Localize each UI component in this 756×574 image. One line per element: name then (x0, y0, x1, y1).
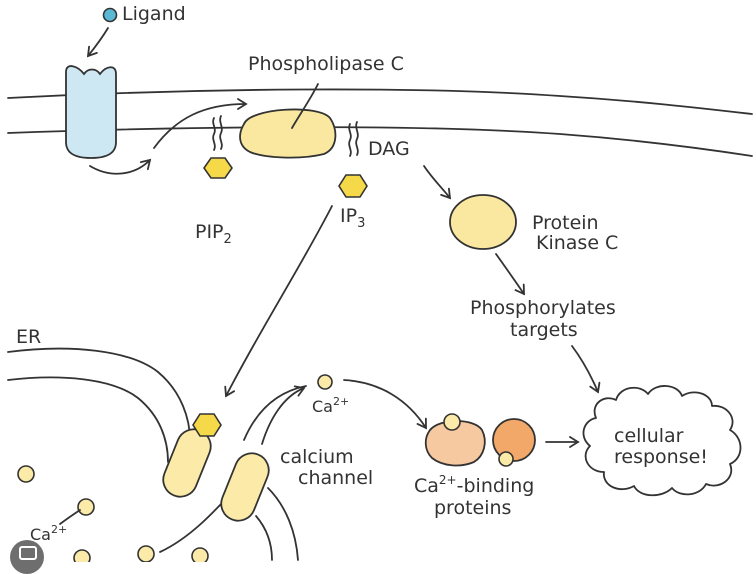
cellular-response-label-line2: response! (614, 446, 708, 468)
ca-er-label: Ca2+ (30, 523, 67, 544)
ca-binding-label-line2: proteins (434, 497, 511, 519)
ca-binding-protein-light (424, 420, 486, 467)
ligand-to-receptor-arrow (86, 27, 109, 58)
dag-lipid-tails (348, 121, 359, 157)
camera-icon (19, 546, 37, 560)
ip3-label: IP3 (340, 205, 365, 231)
er-membrane-lower-mid (255, 515, 273, 561)
ligand-label: Ligand (122, 3, 186, 25)
plasma-membrane-outer (7, 88, 753, 115)
phosphorylates-label-line2: targets (510, 319, 578, 341)
ca-ion-er-2 (77, 498, 95, 516)
phosphorylates-label-line1: Phosphorylates (470, 297, 616, 319)
ca-ion-er-4 (137, 545, 155, 562)
pip2-label: PIP2 (195, 221, 232, 247)
cellular-response-cloud (582, 385, 742, 497)
dag-to-pkc-arrow (423, 165, 452, 200)
er-membrane-lower-right (267, 487, 299, 561)
dag-label: DAG (368, 138, 410, 160)
ca-ion-er-3 (73, 549, 91, 562)
ca-ion-bound-1 (443, 413, 461, 431)
pkc-to-phosphorylation-arrow (495, 253, 525, 296)
plasma-membrane-inner (7, 126, 753, 157)
ca-to-binding-protein-arrow (343, 379, 427, 430)
ca-er-pointer (59, 509, 81, 525)
cellular-response-label-line1: cellular (614, 425, 684, 447)
ca-binding-protein-dark (492, 418, 536, 462)
ip3-to-channel-arrow (224, 205, 333, 398)
protein-kinase-c-label-line2: Kinase C (536, 232, 618, 254)
ca-ion-er-1 (17, 465, 35, 483)
receptor (65, 65, 117, 159)
receptor-activation-arrow-1 (89, 158, 152, 175)
pip2-lipid-tails (212, 115, 223, 151)
calcium-channel-label-line1: calcium (280, 446, 354, 468)
ip3-molecule (338, 174, 368, 198)
ca-ion-bound-2 (498, 451, 514, 467)
phospholipase-c-pointer (291, 83, 319, 129)
diagram-canvas: Ligand PIP2 Phospholipase C DAG IP3 Prot… (7, 3, 753, 562)
ca-binding-label-line1: Ca2+-binding (414, 473, 534, 497)
ca-ion-er-5 (191, 547, 209, 562)
phospholipase-c-enzyme (239, 108, 337, 159)
protein-kinase-c (449, 194, 517, 250)
ip3-bound-to-channel (192, 413, 222, 437)
calcium-channel-label-line2: channel (298, 467, 373, 489)
ca-release-arrow (261, 385, 306, 445)
protein-kinase-c-label-line1: Protein (532, 212, 599, 234)
er-label: ER (16, 326, 41, 348)
ca-ion-cytosol (317, 374, 333, 390)
lens-badge-icon[interactable] (10, 540, 44, 574)
signaling-diagram: Ligand PIP2 Phospholipase C DAG IP3 Prot… (7, 3, 753, 574)
ligand-molecule (102, 7, 118, 23)
pip2-headgroup (203, 157, 233, 179)
receptor-activation-arrow-2 (153, 98, 248, 149)
calcium-channel-right-subunit (220, 452, 270, 522)
er-membrane-inner (7, 376, 169, 463)
phosphorylation-to-response-arrow (571, 345, 601, 394)
ca-cytosol-label: Ca2+ (312, 395, 349, 416)
phospholipase-c-label: Phospholipase C (248, 53, 404, 75)
er-membrane-outer (7, 347, 191, 441)
